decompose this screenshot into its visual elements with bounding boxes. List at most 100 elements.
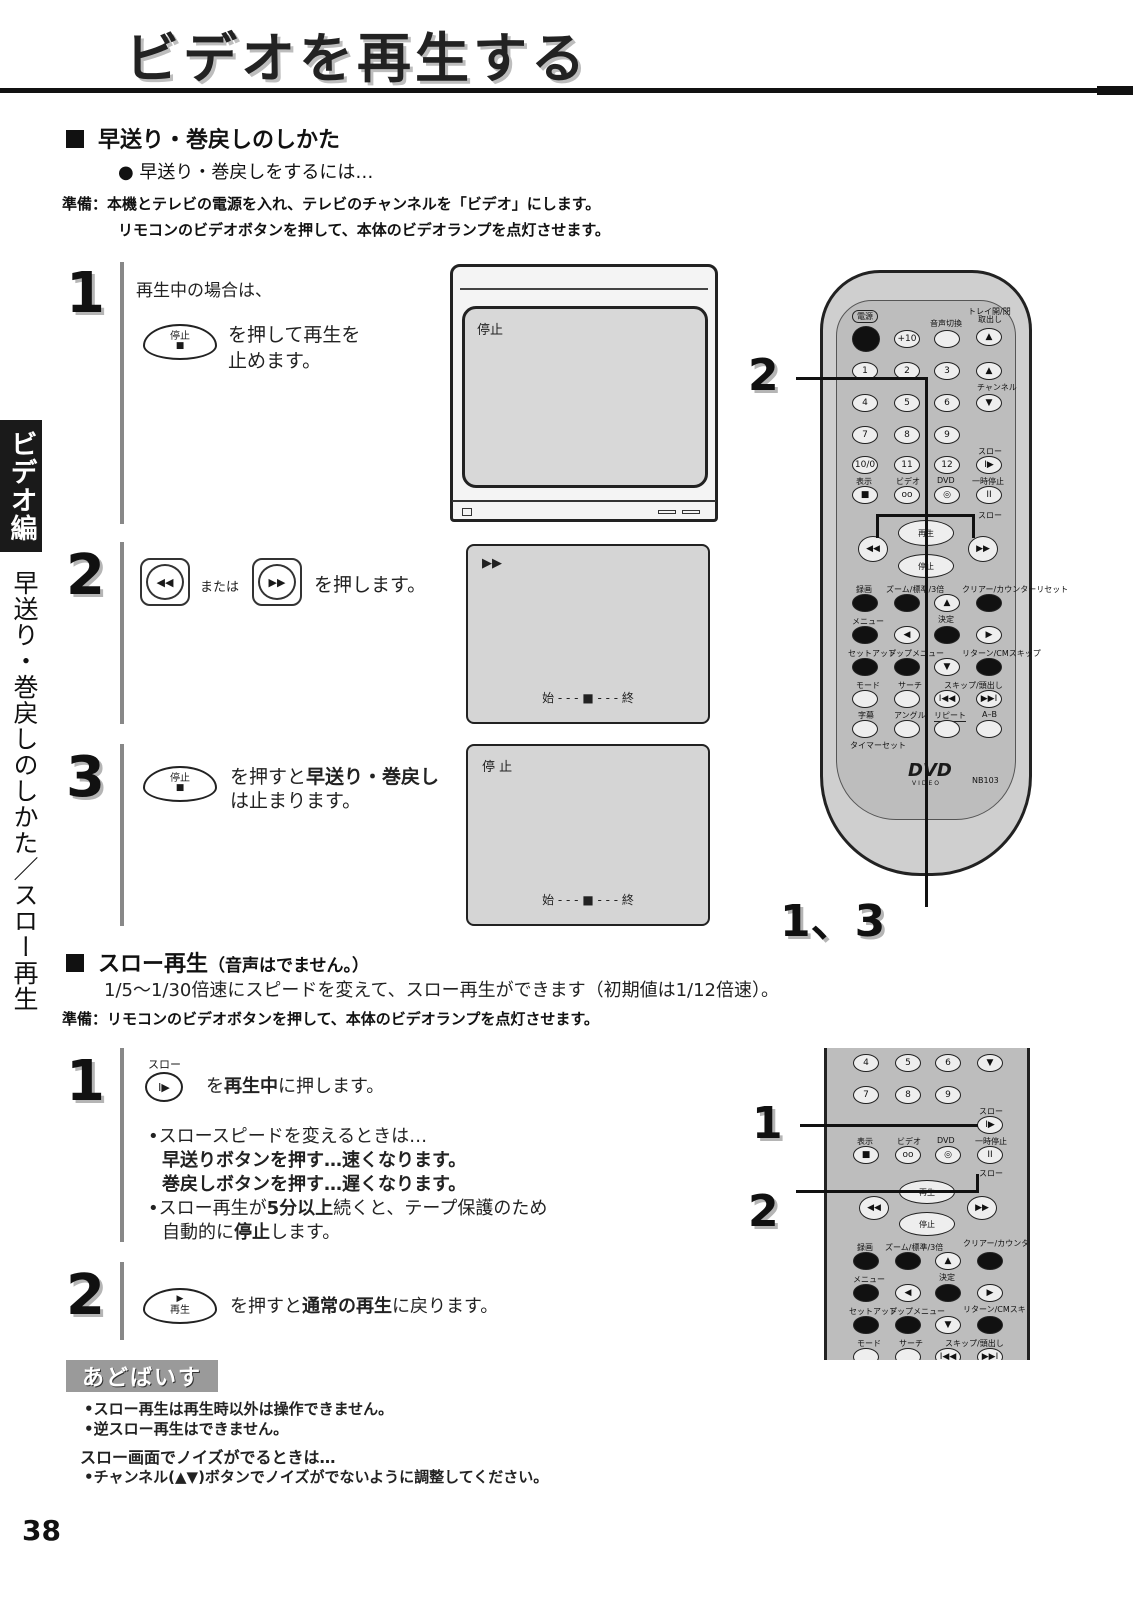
- remote-display-label: 表示: [857, 1137, 873, 1146]
- slow-step2-text: を押すと通常の再生に戻ります。: [230, 1296, 499, 1317]
- screen-stop: 停 止 始 - - - ■ - - - 終: [466, 744, 710, 926]
- slow-callout-step-2: 2: [748, 1186, 779, 1237]
- left-button: ◀: [894, 626, 920, 644]
- step-divider: [120, 1262, 124, 1340]
- skip-back-button: I◀◀: [935, 1348, 961, 1360]
- or-text: または: [200, 580, 240, 595]
- skip-back-button: I◀◀: [934, 690, 960, 708]
- callout-line: [800, 1124, 978, 1127]
- tape-position-bar: 始 - - - ■ - - - 終: [542, 691, 634, 705]
- rewind-button: ◀◀: [859, 1196, 889, 1220]
- subtitle-button: [852, 720, 878, 738]
- display-button: ■: [852, 486, 878, 504]
- remote-video-label: ビデオ: [896, 477, 920, 486]
- angle-button: [894, 720, 920, 738]
- section-heading-ff: 早送り・巻戻しのしかた: [66, 122, 340, 154]
- tv-base: [452, 500, 716, 522]
- prep-line-2: リモコンのビデオボタンを押して、本体のビデオランプを点灯させます。: [118, 221, 610, 239]
- side-section-label: 早送り・巻戻しのしかた／スロー再生: [10, 570, 39, 1012]
- fast-forward-button: ▶▶: [968, 536, 998, 562]
- num-button: 9: [935, 1086, 961, 1104]
- num-button: 4: [853, 1054, 879, 1072]
- callout-steps-1-3: 1、3: [780, 896, 886, 947]
- ab-button: [976, 720, 1002, 738]
- callout-line: [876, 514, 974, 517]
- step-number-3: 3: [66, 745, 105, 810]
- left-button: ◀: [895, 1284, 921, 1302]
- dvd-logo: DVD: [908, 760, 952, 781]
- zoom-button: [894, 594, 920, 612]
- fast-forward-button-illustration: ▶▶: [252, 558, 302, 606]
- num-button: 7: [853, 1086, 879, 1104]
- num-button: 8: [895, 1086, 921, 1104]
- side-tab: ビデオ編: [0, 420, 42, 552]
- callout-line: [976, 1174, 979, 1193]
- slow-bullet-2: •スロー再生が5分以上続くと、テープ保護のため: [148, 1198, 548, 1219]
- num-button: 10/0: [852, 456, 878, 474]
- tv-screen: 停止: [462, 306, 708, 488]
- remote-eject-label: 取出し: [978, 315, 1002, 324]
- search-button: [895, 1348, 921, 1360]
- num-button: 4: [852, 394, 878, 412]
- remote-dvd-label: DVD: [937, 476, 955, 485]
- remote-audio-label: 音声切換: [930, 319, 962, 328]
- remote-zoom-label: ズーム/標準/3倍: [885, 1243, 944, 1252]
- right-button: ▶: [976, 626, 1002, 644]
- remote-rec-label: 録画: [857, 1243, 873, 1252]
- slow-bullet-1b: 巻戻しボタンを押す…遅くなります。: [162, 1174, 467, 1195]
- up-button: ▲: [935, 1252, 961, 1270]
- slow-button: I▶: [977, 1116, 1003, 1134]
- topmenu-button: [895, 1316, 921, 1334]
- setup-button: [852, 658, 878, 676]
- stop-button: 停止: [899, 1212, 955, 1236]
- remote-topmenu-label: トップメニュー: [889, 1307, 945, 1316]
- zoom-button: [895, 1252, 921, 1270]
- clear-button: [976, 594, 1002, 612]
- remote-rec-label: 録画: [856, 585, 872, 594]
- menu-button: [852, 626, 878, 644]
- remote-angle-label: アングル: [894, 711, 926, 720]
- remote-zoom-label: ズーム/標準/3倍: [886, 585, 945, 594]
- slow-button-illustration: I▶: [145, 1072, 183, 1102]
- num-button: 12: [934, 456, 960, 474]
- skip-forward-button: ▶▶I: [976, 690, 1002, 708]
- slow-prep: 準備：リモコンのビデオボタンを押して、本体のビデオランプを点灯させます。: [62, 1010, 599, 1028]
- callout-line: [925, 377, 928, 907]
- stop-button-illustration: 停止■: [143, 324, 217, 360]
- eject-button: ▲: [976, 328, 1002, 346]
- remote-skip-label: スキップ/頭出し: [944, 681, 1003, 690]
- dvd-button: ◎: [935, 1146, 961, 1164]
- remote-pause-label: 一時停止: [972, 477, 1004, 486]
- remote-slow-label-2: スロー: [978, 511, 1002, 520]
- rec-button: [852, 594, 878, 612]
- step-divider: [120, 262, 124, 524]
- page-title: ビデオを再生する: [125, 27, 589, 90]
- remote-crop-illustration: 4 5 6 ▼ 7 8 9 スロー I▶ 表示 ビデオ DVD 一時停止 ■ o…: [824, 1048, 1030, 1360]
- remote-search-label: サーチ: [898, 681, 922, 690]
- remote-setup-label: セットアップ: [848, 649, 896, 658]
- remote-enter-label: 決定: [938, 615, 954, 624]
- callout-step-2: 2: [748, 350, 779, 401]
- power-button: [852, 326, 880, 352]
- step-number-2: 2: [66, 543, 105, 608]
- dvd-button: ◎: [934, 486, 960, 504]
- tv-slot-icon: [658, 510, 676, 514]
- menu-button: [853, 1284, 879, 1302]
- advice-item-1: •スロー再生は再生時以外は操作できません。: [84, 1400, 394, 1418]
- down-button: ▼: [934, 658, 960, 676]
- return-button: [976, 658, 1002, 676]
- step-divider: [120, 744, 124, 926]
- step-divider: [120, 1048, 124, 1242]
- square-bullet-icon: [66, 954, 84, 972]
- remote-slow-label: スロー: [978, 447, 1002, 456]
- remote-return-label: リターン/CMスキップ: [963, 1305, 1027, 1314]
- channel-down-button: ▼: [976, 394, 1002, 412]
- slow-button: I▶: [976, 456, 1002, 474]
- remote-mode-label: モード: [856, 681, 880, 690]
- advice-badge: あどばいす: [66, 1360, 218, 1392]
- pause-button: II: [977, 1146, 1003, 1164]
- advice-noise-item: •チャンネル(▲▼)ボタンでノイズがでないように調整してください。: [84, 1468, 549, 1486]
- tv-slot-icon: [682, 510, 700, 514]
- prep-line-1: 準備：本機とテレビの電源を入れ、テレビのチャンネルを「ビデオ」にします。: [62, 195, 601, 213]
- title-rule: [0, 88, 1133, 93]
